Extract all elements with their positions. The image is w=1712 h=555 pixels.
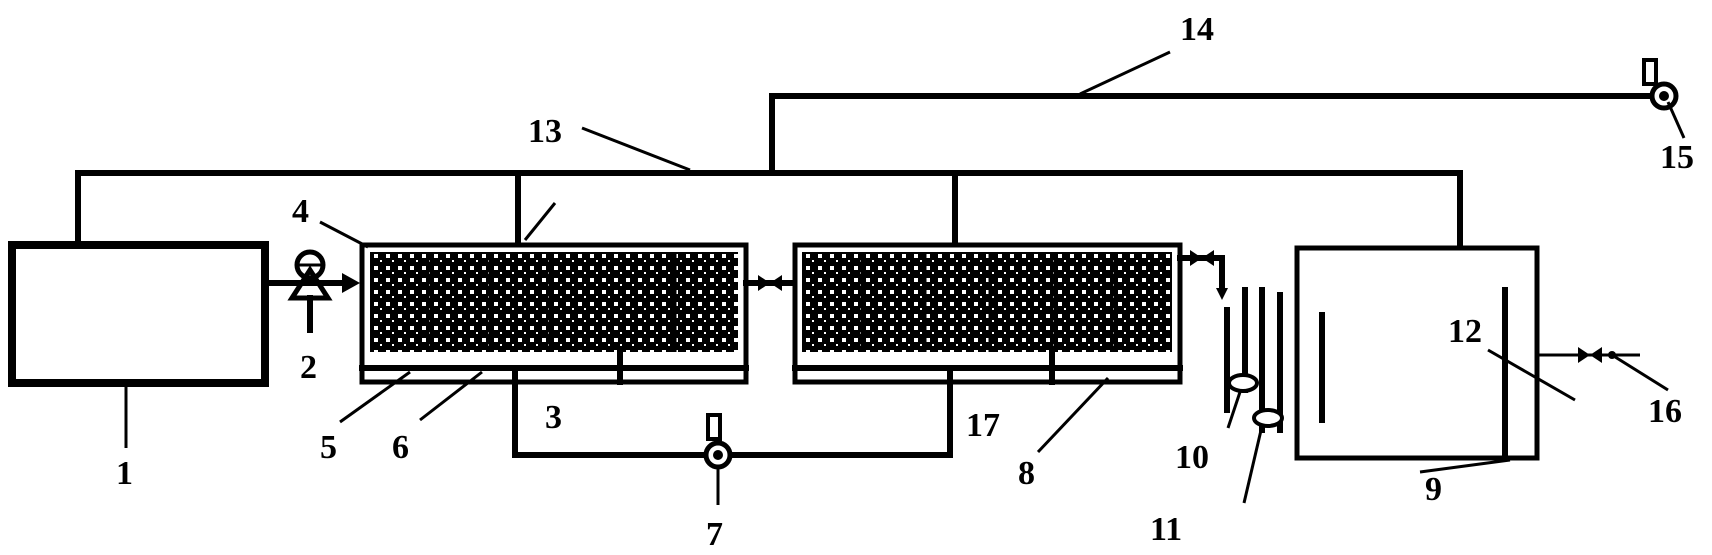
- recirculation-line: [512, 365, 953, 470]
- label-3: 3: [545, 399, 562, 436]
- label-8: 8: [1018, 455, 1035, 492]
- leader-lines: [124, 50, 1686, 505]
- reactor-2: [792, 242, 1183, 385]
- label-6: 6: [392, 429, 409, 466]
- exhaust-valve: [1642, 58, 1679, 111]
- feed-tank: [8, 241, 269, 387]
- reactor-1: [359, 242, 749, 385]
- label-1: 1: [116, 455, 133, 492]
- label-7: 7: [706, 516, 723, 553]
- label-15: 15: [1660, 139, 1694, 176]
- settling-tank: [1294, 245, 1540, 461]
- feed-pump: [262, 249, 360, 333]
- label-17: 17: [966, 407, 1000, 444]
- label-13: 13: [528, 113, 562, 150]
- gas-manifold: [75, 170, 1463, 248]
- label-16: 16: [1648, 393, 1682, 430]
- exhaust-line: [769, 93, 1653, 176]
- label-12: 12: [1448, 313, 1482, 350]
- overflow-outlet: [1537, 347, 1640, 363]
- label-4: 4: [292, 193, 309, 230]
- label-5: 5: [320, 429, 337, 466]
- inter-reactor-valve: [743, 275, 798, 291]
- reactor-outlet: [1177, 250, 1228, 300]
- label-9: 9: [1425, 471, 1442, 508]
- label-14: 14: [1180, 11, 1214, 48]
- electrodes: [1224, 287, 1303, 433]
- label-11: 11: [1150, 511, 1182, 548]
- label-10: 10: [1175, 439, 1209, 476]
- label-2: 2: [300, 349, 317, 386]
